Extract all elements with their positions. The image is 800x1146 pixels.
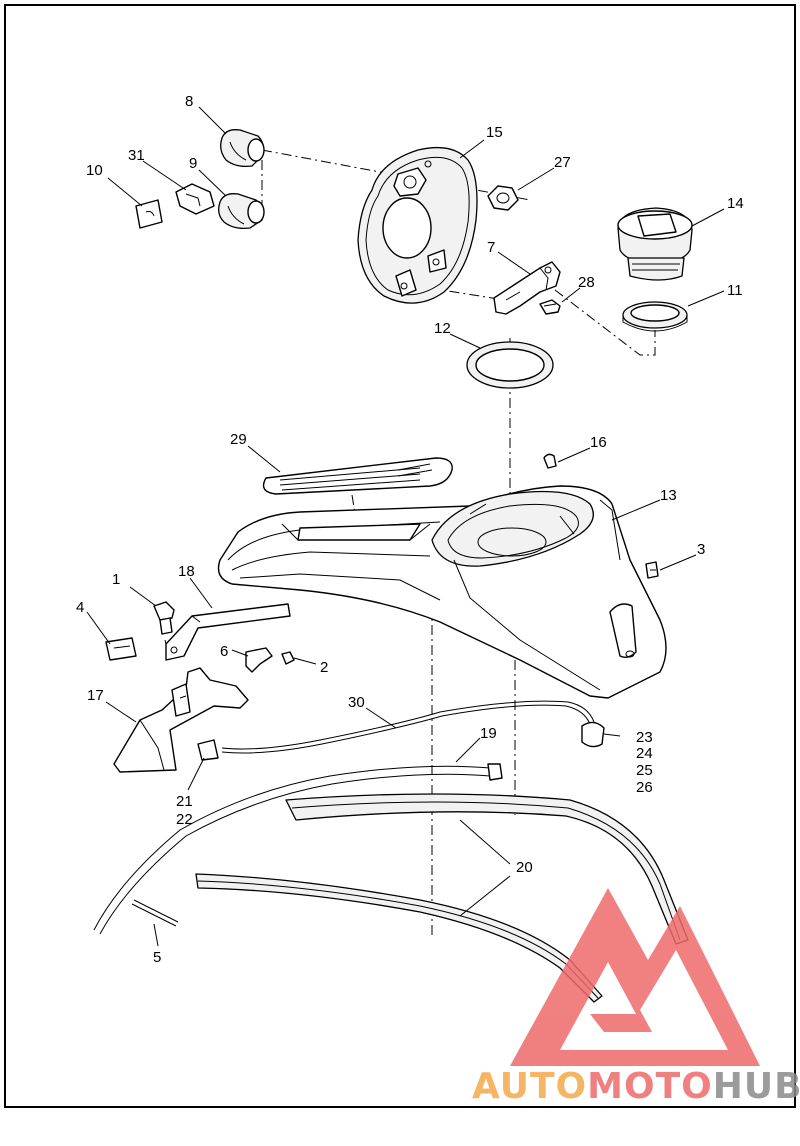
part-2-screw <box>281 651 295 665</box>
part-15-mounting-plate <box>357 146 478 304</box>
watermark-moto: MOTO <box>587 1066 713 1107</box>
part-5-tie-strap <box>131 899 179 927</box>
callout-29: 29 <box>230 431 247 448</box>
callout-31: 31 <box>128 147 145 164</box>
part-9-grommet <box>218 193 265 230</box>
callout-21: 21 <box>176 793 193 810</box>
callout-19: 19 <box>480 725 497 742</box>
callout-17: 17 <box>87 687 104 704</box>
callout-13: 13 <box>660 487 677 504</box>
part-31-clip <box>175 183 215 215</box>
callout-8: 8 <box>185 93 193 110</box>
callout-23: 23 <box>636 729 653 746</box>
part-13-console <box>217 485 667 699</box>
part-12-ring <box>466 341 554 389</box>
part-3-screw <box>645 561 659 579</box>
part-7-bracket <box>493 261 561 315</box>
callout-24: 24 <box>636 745 653 762</box>
part-30-wire-harness <box>197 700 605 761</box>
leader-lines <box>86 106 725 947</box>
part-27-nut <box>487 185 519 211</box>
part-6-clip <box>245 647 273 673</box>
callout-26: 26 <box>636 779 653 796</box>
watermark-triangle-logo <box>510 888 760 1066</box>
callout-22: 22 <box>176 811 193 828</box>
watermark-hub: HUB <box>713 1066 800 1107</box>
callout-3: 3 <box>697 541 705 558</box>
callout-labels: 1 2 3 4 5 6 7 8 9 10 11 12 13 14 15 16 1… <box>76 93 744 966</box>
watermark-text: AUTOMOTOHUB <box>472 1066 800 1107</box>
part-20-trim-strip-lower <box>195 873 603 1003</box>
callout-27: 27 <box>554 154 571 171</box>
diagram-border <box>4 4 796 1108</box>
callout-2: 2 <box>320 659 328 676</box>
automotohub-watermark: AUTOMOTOHUB <box>472 888 800 1107</box>
part-29-emblem <box>262 457 453 495</box>
part-14-fuel-cap <box>617 207 693 281</box>
callout-20: 20 <box>516 859 533 876</box>
callout-11: 11 <box>727 282 743 299</box>
part-4-clip-nut <box>105 637 137 661</box>
part-1-bolt <box>153 601 175 635</box>
callout-7: 7 <box>487 239 495 256</box>
part-18-bracket <box>165 603 291 661</box>
callout-12: 12 <box>434 320 451 337</box>
callout-5: 5 <box>153 949 161 966</box>
callout-25: 25 <box>636 762 653 779</box>
part-8-grommet <box>220 129 265 168</box>
callout-1: 1 <box>112 571 120 588</box>
callout-15: 15 <box>486 124 503 141</box>
callout-4: 4 <box>76 599 84 616</box>
part-10-plate <box>135 199 163 229</box>
callout-14: 14 <box>727 195 744 212</box>
part-16-plug <box>543 453 557 469</box>
callout-9: 9 <box>189 155 197 172</box>
callout-18: 18 <box>178 563 195 580</box>
part-19-vent-hose <box>93 763 503 935</box>
part-28-screw <box>539 299 561 315</box>
callout-28: 28 <box>578 274 595 291</box>
callout-10: 10 <box>86 162 103 179</box>
part-11-gasket <box>622 301 688 332</box>
watermark-auto: AUTO <box>472 1066 587 1107</box>
callout-16: 16 <box>590 434 607 451</box>
callout-6: 6 <box>220 643 228 660</box>
callout-30: 30 <box>348 694 365 711</box>
part-17-bracket <box>113 667 249 773</box>
